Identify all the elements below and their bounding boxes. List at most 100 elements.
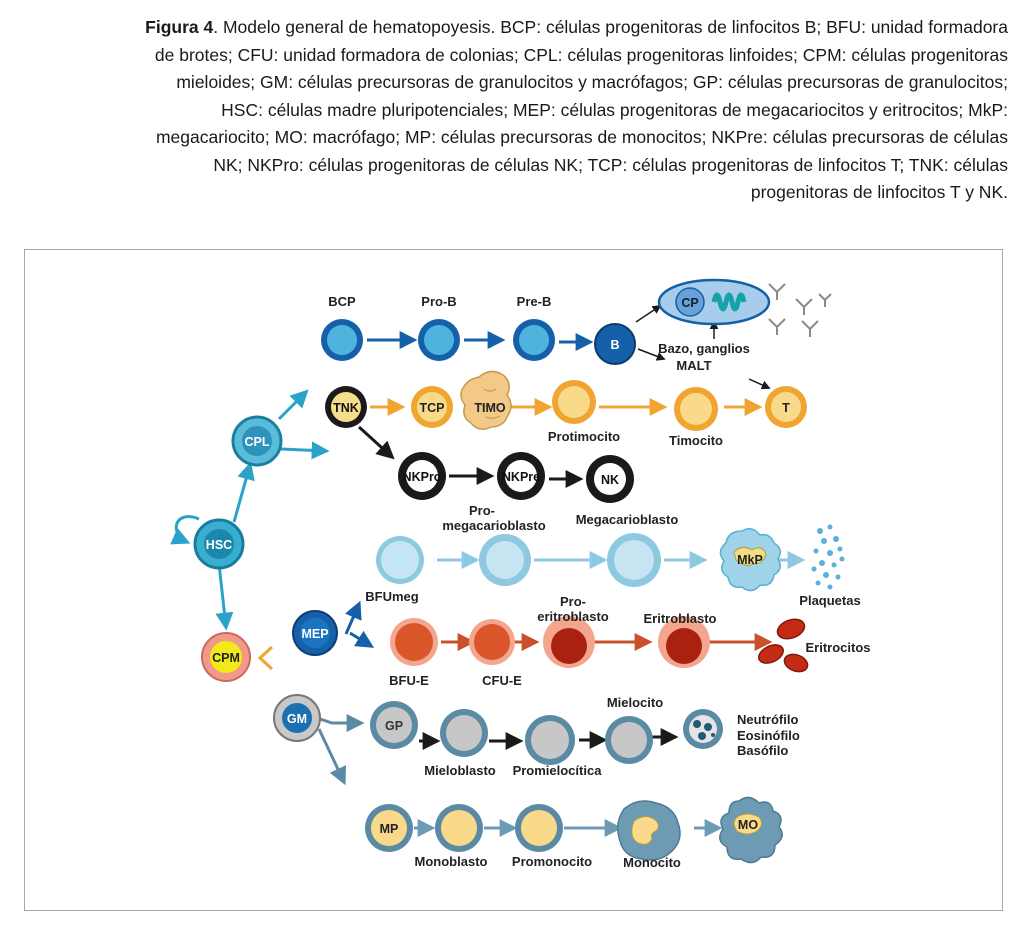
label-malt: MALT (676, 358, 711, 373)
cell-nkpro: NKPro (398, 452, 446, 500)
cell-nkpre-label: NKPre (502, 470, 540, 484)
cell-cpl-label: CPL (245, 435, 270, 449)
label-timocito: Timocito (669, 433, 723, 448)
cell-promonocito (515, 804, 563, 852)
cell-eritroblasto (658, 616, 710, 668)
label-cfue: CFU-E (482, 673, 522, 688)
arrow-gm-mp (317, 728, 346, 786)
cell-nkpro-label: NKPro (403, 470, 442, 484)
label-neutrofilo: Neutrófilo (737, 712, 798, 727)
arrow-mep-bfumeg (344, 600, 362, 635)
label-bfumeg: BFUmeg (365, 589, 419, 604)
label-monoblasto: Monoblasto (415, 854, 488, 869)
cell-hsc: HSC (193, 518, 245, 570)
label-promega-1: Pro- (469, 503, 495, 518)
arrow-tnk-nkpro (357, 425, 395, 460)
label-promega-2: megacarioblasto (442, 518, 545, 533)
cell-bfue (390, 618, 438, 666)
label-eosinofilo: Eosinófilo (737, 728, 800, 743)
cell-mkp: MkP (719, 528, 781, 592)
cell-cpl: CPL (231, 415, 283, 467)
label-promonocito: Promonocito (512, 854, 592, 869)
cell-prob (418, 319, 460, 361)
cell-timo-label: TIMO (474, 401, 506, 415)
cell-mieloblasto (440, 709, 488, 757)
label-promielocitica: Promielocítica (513, 763, 603, 778)
cell-hsc-label: HSC (206, 538, 232, 552)
cell-gp-label: GP (385, 719, 403, 733)
label-plaquetas: Plaquetas (799, 593, 860, 608)
cell-t-label: T (782, 401, 790, 415)
label-bazo-ganglios: Bazo, ganglios (658, 341, 750, 356)
cell-promegacarioblasto (479, 534, 531, 586)
arrow-hsc-cpm (215, 563, 234, 631)
arrow-malt-t (748, 378, 771, 390)
arrow-cpm-chevron (257, 645, 274, 671)
cell-mo-label: MO (738, 818, 758, 832)
arrow-cpl-right (280, 441, 330, 460)
cell-mep: MEP (292, 610, 338, 656)
hematopoiesis-diagram: HSC CPL CPM MEP GM BCP Pro-B Pre-B B (170, 278, 871, 870)
cell-mkp-label: MkP (737, 553, 763, 567)
label-prob: Pro-B (421, 294, 456, 309)
cell-mp-label: MP (380, 822, 399, 836)
cell-preb (513, 319, 555, 361)
cell-proeritroblasto (543, 616, 595, 668)
cell-timocito (674, 387, 718, 431)
cell-tnk-label: TNK (333, 401, 359, 415)
cell-tcp: TCP (411, 386, 453, 428)
label-mieloblasto: Mieloblasto (424, 763, 496, 778)
cell-b: B (594, 323, 636, 365)
label-monocito: Monocito (623, 855, 681, 870)
cell-cp-label: CP (681, 296, 698, 310)
cell-tcp-label: TCP (420, 401, 445, 415)
cell-monoblasto (435, 804, 483, 852)
figure-label: Figura 4 (145, 17, 214, 37)
arrow-hsc-cpl (232, 461, 255, 523)
cell-promielocitica (525, 715, 575, 765)
label-proeritro-1: Pro- (560, 594, 586, 609)
cell-b-label: B (610, 338, 619, 352)
cell-mo: MO (719, 796, 783, 864)
label-basofilo: Basófilo (737, 743, 788, 758)
figure-caption: Figura 4. Modelo general de hematopoyesi… (130, 14, 1008, 207)
cell-gp: GP (370, 701, 418, 749)
cell-cfue (469, 619, 515, 665)
label-bcp: BCP (328, 294, 356, 309)
arrow-cpl-up (277, 389, 309, 421)
figure-caption-text: . Modelo general de hematopoyesis. BCP: … (154, 17, 1008, 202)
label-bfue: BFU-E (389, 673, 429, 688)
cell-bfumeg (376, 536, 424, 584)
platelets-icon (811, 524, 845, 590)
arrow-mep-bfue (349, 630, 375, 648)
arrows (170, 305, 806, 837)
cell-protimocito (552, 380, 596, 424)
antibodies-icon (768, 283, 832, 337)
cell-mep-label: MEP (301, 627, 328, 641)
cell-mp: MP (365, 804, 413, 852)
cell-gm: GM (273, 694, 321, 742)
granulocytes-icon (683, 709, 723, 749)
cell-nkpre: NKPre (497, 452, 545, 500)
arrow-b-cp (635, 305, 662, 323)
cell-monocito (617, 800, 681, 861)
label-protimocito: Protimocito (548, 429, 620, 444)
cell-bcp (321, 319, 363, 361)
label-mielocito: Mielocito (607, 695, 663, 710)
cell-nk: NK (586, 455, 634, 503)
cell-t: T (765, 386, 807, 428)
thymus-icon: TIMO (460, 370, 512, 430)
label-eritrocitos: Eritrocitos (805, 640, 870, 655)
cell-nk-label: NK (601, 473, 619, 487)
label-proeritro-2: eritroblasto (537, 609, 609, 624)
cell-plasma-cp: CP (657, 278, 771, 326)
cell-gm-label: GM (287, 712, 307, 726)
label-megacarioblasto: Megacarioblasto (576, 512, 679, 527)
arrow-b-bazo (637, 348, 666, 361)
arrow-gm-gp (319, 714, 365, 732)
cell-cpm: CPM (201, 632, 251, 682)
arrow-hsc-self (170, 515, 200, 545)
cell-megacarioblasto (607, 533, 661, 587)
erythrocytes-icon (757, 618, 809, 673)
label-preb: Pre-B (517, 294, 552, 309)
